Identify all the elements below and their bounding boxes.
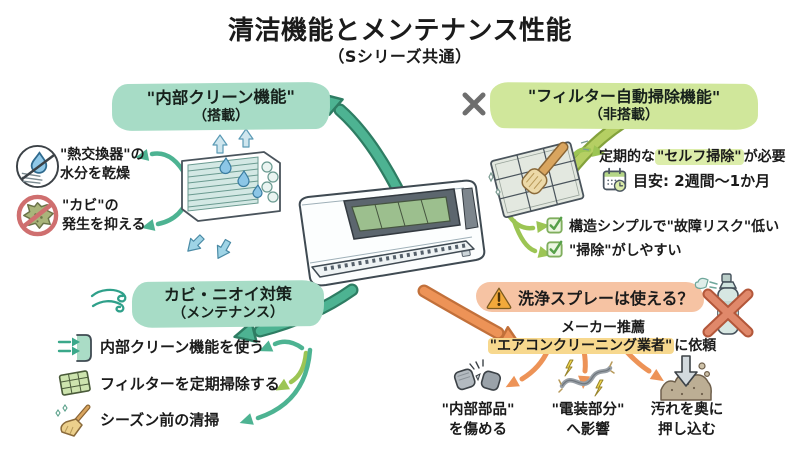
mold-odor-badge-title: カビ・ニオイ対策: [163, 284, 292, 305]
risk-label-3: 汚れを奥に 押し込む: [650, 402, 724, 438]
self-clean-note-post: が必要: [743, 149, 786, 165]
calendar-clock-icon: [602, 167, 627, 192]
airflow-arrows: [187, 234, 232, 259]
mold-odor-badge-sub: （メンテナンス）: [172, 304, 285, 323]
filter-auto-badge: "フィルター自動掃除機能" （非搭載）: [489, 82, 759, 131]
evaporation-arrows: [212, 128, 254, 154]
brush: [521, 141, 569, 195]
risk-label-2: "電装部分" へ影響: [551, 402, 625, 438]
push-dirt-icon: [660, 355, 712, 401]
internal-clean-mode-icon: [57, 334, 92, 362]
arrow-row-internal-clean: [259, 339, 305, 352]
heat-exchanger-illustration: [181, 128, 281, 259]
spray-can-crossed-icon: [694, 273, 754, 338]
arrow-row-filter-clean: [275, 350, 309, 391]
guide-label: 目安: 2週間〜1か月: [633, 172, 771, 190]
broken-parts-icon: [453, 359, 502, 391]
maker-note-line2: "エアコンクリーニング業者"に依頼: [462, 335, 742, 355]
spray-badge-title: 洗浄スプレーは使える？: [518, 289, 694, 308]
internal-clean-badge: "内部クリーン機能" （搭載）: [111, 81, 331, 132]
air-conditioner-illustration: [298, 179, 486, 287]
maker-note-post: に依頼: [674, 338, 717, 354]
mold-odor-item-1: 内部クリーン機能を使う: [100, 338, 265, 356]
filter-auto-badge-sub: （非搭載）: [588, 107, 659, 124]
self-clean-note-pre: 定期的な: [599, 149, 655, 165]
checkbox-icon: [546, 240, 563, 258]
page-title: 清洁機能とメンテナンス性能: [228, 16, 572, 46]
warning-icon: [486, 287, 512, 309]
internal-clean-badge-title: "内部クリーン機能": [146, 87, 296, 108]
mold-odor-item-2: フィルターを定期掃除する: [100, 375, 280, 393]
sparkles: [488, 140, 590, 197]
self-clean-note: 定期的な"セルフ掃除"が必要: [599, 146, 786, 166]
check-item-1: 構造シンプルで"故障リスク"低い: [569, 219, 780, 235]
internal-clean-badge-sub: （搭載）: [193, 107, 250, 125]
water-drop: [219, 156, 263, 199]
filter-grid-icon: [58, 370, 91, 396]
filter-brush-illustration: [488, 140, 590, 219]
mold-odor-badge: カビ・ニオイ対策 （メンテナンス）: [131, 279, 325, 329]
damaged-wiring-icon: [558, 359, 615, 397]
risk-label-1: "内部部品" を傷める: [441, 402, 515, 438]
filter-auto-badge-title: "フィルター自動掃除機能": [527, 86, 721, 107]
wind-icon: [90, 288, 127, 313]
dry-moisture-icon: [15, 144, 60, 189]
broom-icon: [55, 404, 91, 437]
spray-badge: 洗浄スプレーは使える？: [476, 282, 704, 312]
check-item-2: "掃除"がしやすい: [569, 243, 682, 259]
arrow-row-preseason: [239, 347, 313, 425]
no-mold-label: "カビ"の 発生を抑える: [62, 198, 146, 233]
checkbox-icon: [546, 216, 563, 234]
arrow-risk-1: [505, 347, 551, 388]
page-subtitle: （Sシリーズ共通）: [328, 47, 472, 66]
self-clean-note-highlight: "セルフ掃除": [655, 149, 744, 165]
maker-note-highlight: "エアコンクリーニング業者": [487, 338, 675, 354]
no-mold-icon: [16, 194, 59, 237]
dry-moisture-label: "熱交換器"の 水分を乾燥: [60, 147, 145, 182]
cross-icon: [462, 92, 486, 116]
maker-note-line1: メーカー推薦: [561, 320, 645, 336]
mold-odor-item-3: シーズン前の清掃: [100, 411, 220, 429]
